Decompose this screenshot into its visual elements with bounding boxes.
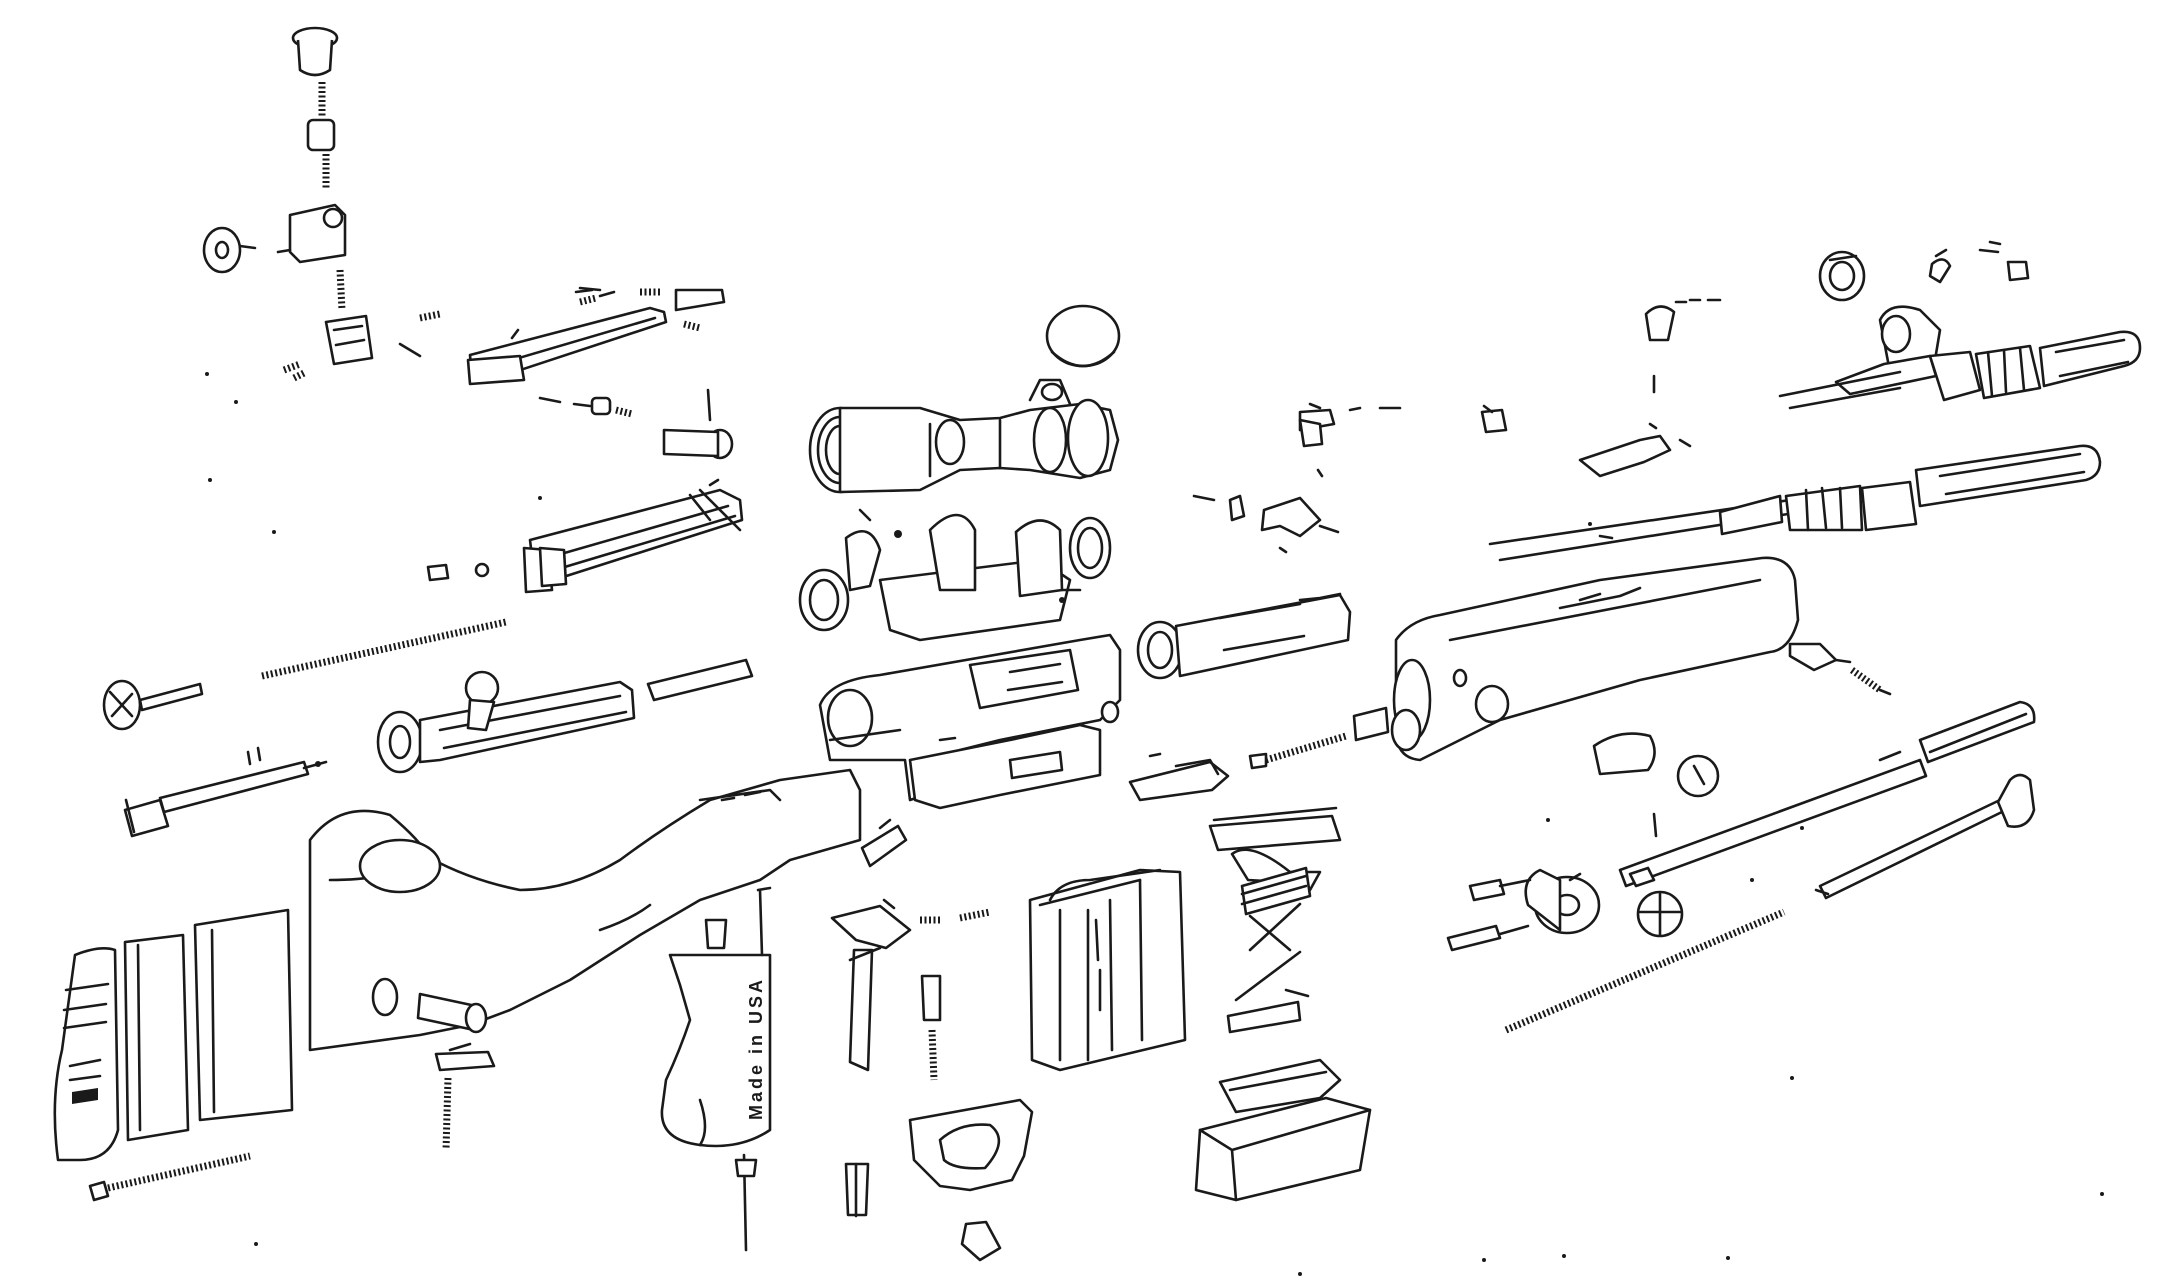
sight-pin [336, 269, 346, 311]
magazine-internals [1194, 806, 1372, 1202]
gas-system-small-parts [1192, 402, 1508, 554]
buttstock-screw [88, 1152, 251, 1202]
grip-marking-text: Made in USA [746, 977, 766, 1120]
receiver [818, 633, 1122, 810]
trigger-guard [908, 1098, 1034, 1262]
sight-windage-knob [202, 226, 257, 274]
scope-lens-cap [1045, 304, 1121, 368]
op-rod-small-parts [419, 286, 734, 460]
bolt-assembly [376, 670, 636, 774]
rear-sight-assembly [202, 26, 422, 382]
hammer [830, 904, 912, 950]
recoil-screw [426, 562, 490, 582]
sling-swivel-right [1788, 642, 1892, 696]
gas-piston-rod [1446, 700, 2036, 952]
pistol-grip: Made in USA [660, 886, 772, 1252]
barrel [1488, 444, 2102, 562]
upper-right-small-parts [1578, 298, 1722, 478]
bolt-guide-strip [646, 658, 754, 702]
takedown-pins [1592, 732, 1720, 838]
muzzle-assembly [1778, 240, 2142, 410]
barrel-extension [1136, 592, 1352, 680]
sight-base-plate [288, 203, 347, 264]
sight-detents [282, 360, 308, 382]
scope-mount [798, 508, 1112, 642]
recoil-spring-long [261, 618, 507, 680]
buttpad-spacers [53, 908, 294, 1162]
bolt-carrier-group-left [522, 478, 744, 594]
safety-lever [860, 824, 908, 868]
trigger-housing-small [1128, 732, 1348, 802]
cleaning-rod-left [102, 679, 204, 731]
sight-small-pin [398, 342, 422, 358]
gas-piston-spring [1504, 908, 1786, 1034]
trigger-group-parts [830, 818, 991, 1218]
telescopic-sight [808, 378, 1120, 494]
handguard [1352, 556, 1800, 762]
bolt-lug-piece [1636, 890, 1684, 938]
scan-specks [205, 372, 2104, 1276]
cleaning-rod-right [1814, 773, 2036, 900]
trigger [848, 948, 874, 1072]
operating-rod-assembly [466, 288, 668, 386]
magazine [1028, 868, 1187, 1072]
sight-plunger [306, 118, 336, 152]
sight-screw-small [276, 248, 292, 254]
sight-elevation-knob [291, 26, 339, 77]
firing-pin [123, 760, 328, 838]
firing-pin-marks [246, 746, 262, 766]
sight-aperture-block [324, 314, 374, 366]
rifle-stock [308, 768, 862, 1052]
sling-swivel-left [434, 1042, 496, 1151]
